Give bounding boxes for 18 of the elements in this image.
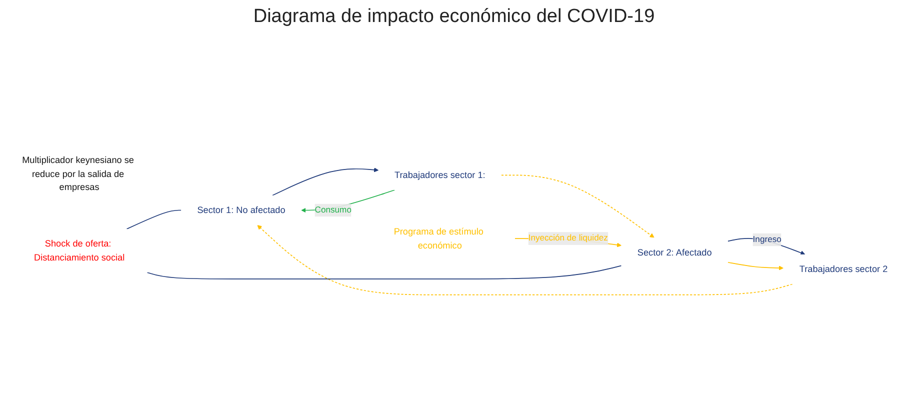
node-text: Multiplicador keynesiano se reduce por la salida de empresas <box>22 154 134 192</box>
node-text: Shock de oferta: Distanciamiento social <box>34 238 125 262</box>
edge-label: Ingreso <box>752 234 782 244</box>
node-text: Programa de estímulo económico <box>394 226 484 250</box>
connector <box>146 265 622 280</box>
connector <box>126 210 182 230</box>
arrow <box>272 168 379 196</box>
node-text: Sector 1: No afectado <box>197 205 286 216</box>
edge-label: Consumo <box>314 205 352 215</box>
edge-label: Inyección de liquidez <box>528 234 608 243</box>
node-text: Trabajadores sector 2 <box>799 264 888 274</box>
diagram-title: Diagrama de impacto económico del COVID-19 <box>252 6 656 28</box>
flow-diagram: Consumo Inyección de liquidez Ingreso Sector 1: No afectado Trabajadores sector 1: Multiplicador keynesiano se reduce por la salida de empresas Shock de oferta: Distanciamiento social Programa de estímulo económico Sector 2: Afectado Trabajadores sector 2 <box>0 30 908 410</box>
node-text: Sector 2: Afectado <box>637 247 712 258</box>
node-text: Trabajadores sector 1: <box>394 170 486 180</box>
arrow <box>257 224 793 296</box>
arrow <box>500 174 654 238</box>
arrow <box>727 262 784 270</box>
